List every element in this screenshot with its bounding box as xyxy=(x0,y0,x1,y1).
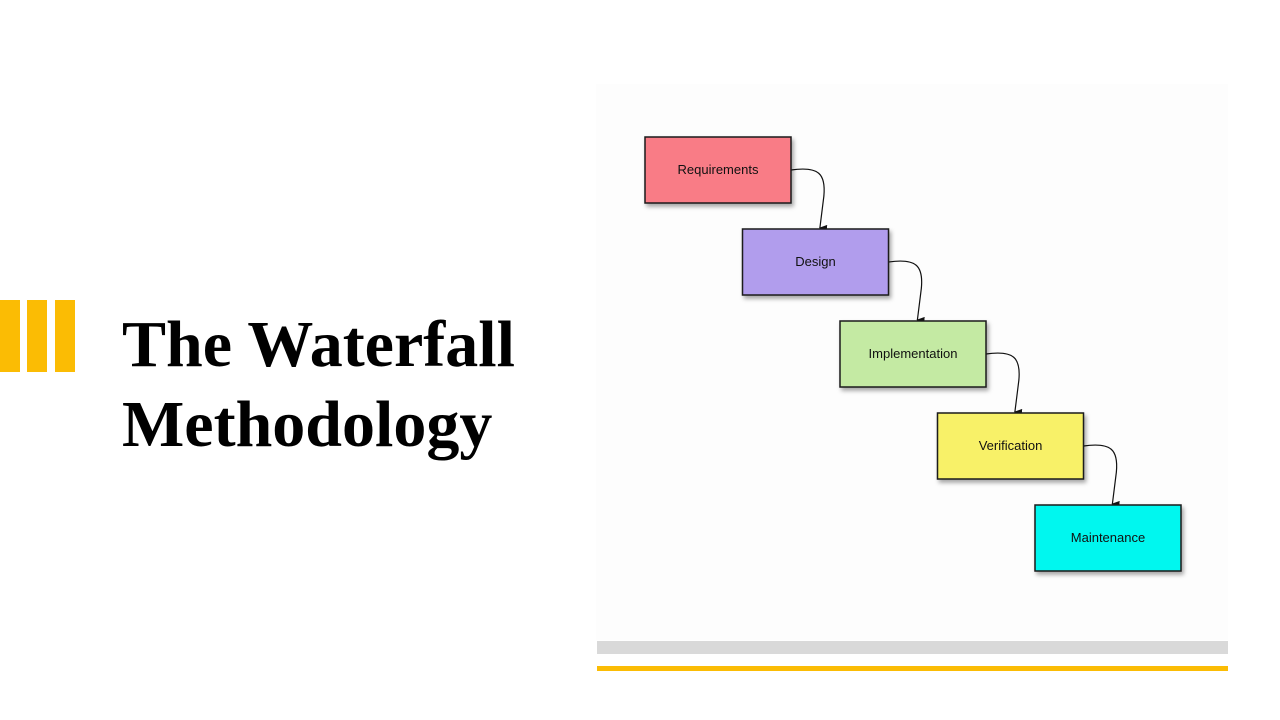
stages: RequirementsDesignImplementationVerifica… xyxy=(644,136,1182,572)
stage-label: Implementation xyxy=(869,346,958,361)
stage-box xyxy=(741,228,890,296)
stage-box xyxy=(644,136,792,204)
accent-bar xyxy=(0,300,20,372)
connector-arrow xyxy=(790,168,828,233)
stage-box xyxy=(839,320,987,388)
stage-requirements: Requirements xyxy=(644,136,792,204)
footer-gray-bar xyxy=(597,641,1228,654)
stage-label: Requirements xyxy=(678,162,759,177)
connector-arrow xyxy=(888,260,925,325)
connectors xyxy=(790,168,1120,509)
stage-label: Design xyxy=(795,254,835,269)
title-accent-bars xyxy=(0,300,80,372)
waterfall-diagram: RequirementsDesignImplementationVerifica… xyxy=(644,136,1182,572)
footer-accent-line xyxy=(597,666,1228,671)
connector-arrow xyxy=(1083,444,1120,509)
accent-bar xyxy=(55,300,75,372)
connector-arrow xyxy=(985,352,1023,417)
title-line-2: Methodology xyxy=(122,388,493,461)
stage-box xyxy=(1034,504,1182,572)
stage-implementation: Implementation xyxy=(839,320,987,388)
stage-maintenance: Maintenance xyxy=(1034,504,1182,572)
title-line-1: The Waterfall xyxy=(122,308,515,381)
stage-design: Design xyxy=(741,228,890,296)
slide-title: The Waterfall Methodology xyxy=(122,305,582,465)
accent-bar xyxy=(27,300,47,372)
stage-label: Verification xyxy=(979,438,1043,453)
stage-label: Maintenance xyxy=(1071,530,1145,545)
stage-box xyxy=(936,412,1085,480)
stage-verification: Verification xyxy=(936,412,1085,480)
